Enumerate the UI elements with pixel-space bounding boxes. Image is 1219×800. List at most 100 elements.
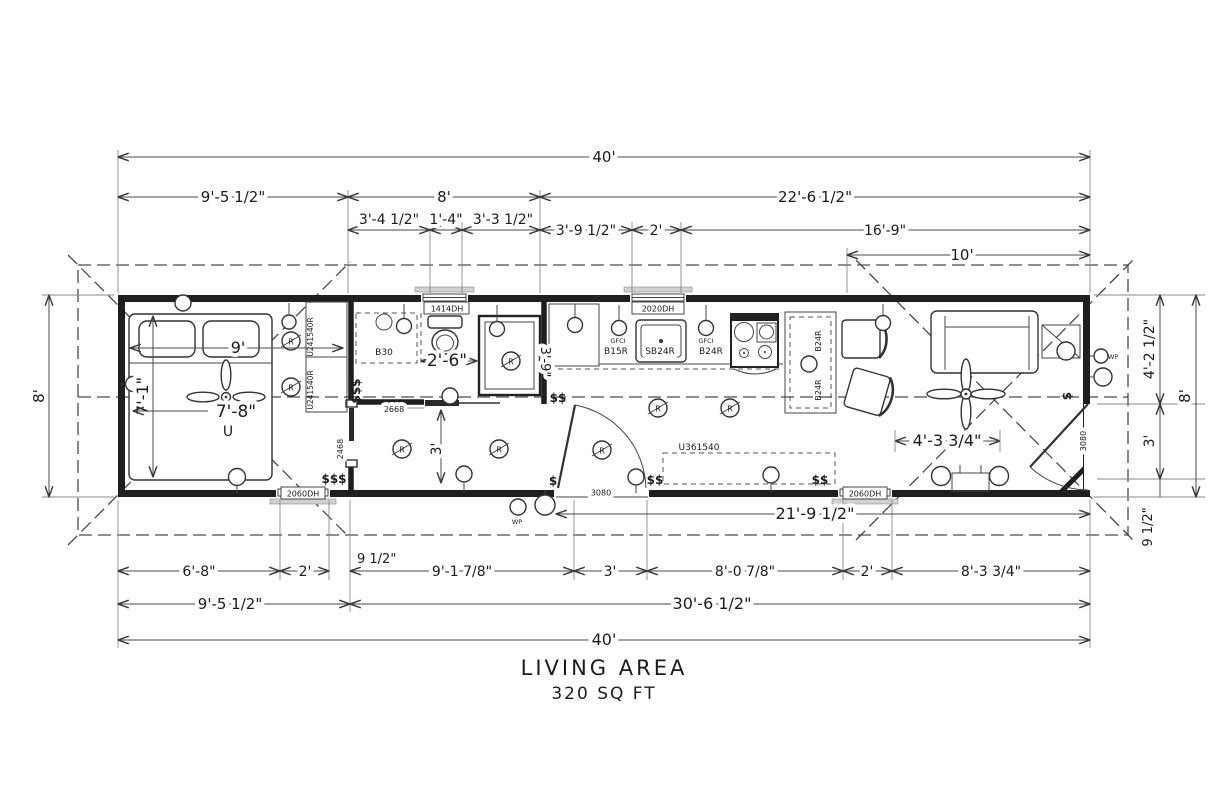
wardrobe-u241540r: U241540R U241540R: [305, 301, 348, 413]
receptacle-letter: R: [399, 446, 405, 455]
receptacle-letter: R: [599, 447, 605, 456]
dim-overall-top: 40': [592, 148, 615, 166]
light-symbols: [121, 294, 892, 494]
kitchen-sink-sb24r: [635, 319, 687, 363]
plan-area: 320 SQ FT: [551, 684, 656, 704]
title-block: LIVING AREA 320 SQ FT: [521, 656, 685, 704]
armchair-tilted: [843, 367, 895, 418]
receptacle-icon: R: [719, 398, 741, 418]
receptacle-symbols: R R R R R R R R: [280, 331, 741, 460]
dim-toilet-alcove: 2'-6": [427, 351, 467, 371]
electrical-symbols: R R R R R R R R GFCI: [121, 294, 1118, 526]
entry-door-3080: 3080: [1029, 403, 1092, 491]
doors: 3080 3080 2468 2668: [332, 399, 1092, 502]
closet-door-2468: 2468: [332, 399, 358, 468]
dim-top: 1'-4": [429, 212, 462, 228]
window-2060dh-left: 2060DH: [269, 486, 337, 505]
window-label-box: [280, 486, 326, 500]
door-label: 3080: [591, 489, 611, 498]
kitchen-fixtures: B15R SB24R B24R B24R B24R U361540: [548, 303, 837, 485]
bistro-table-stools: [930, 465, 1010, 492]
lamp: [1056, 341, 1076, 361]
window-label-box: [842, 486, 888, 500]
dim-bed: 7'-8": [216, 402, 256, 422]
dim-top: 3'-4 1/2": [359, 212, 419, 228]
door-swing-arc: [1029, 466, 1089, 491]
ceiling-fan-bedroom: [186, 359, 266, 403]
dim-top: 3'-9 1/2": [556, 223, 616, 239]
receptacle-icon: R: [591, 440, 613, 460]
dim-shower: 3'-9": [537, 347, 552, 378]
hall-door-3080: 3080: [556, 404, 648, 502]
light-icon: [455, 465, 473, 492]
light-icon: [121, 375, 142, 393]
light-icon: [395, 304, 413, 335]
cabinet-label: B15R: [604, 347, 628, 357]
outlet-icon: [534, 494, 556, 516]
dim-bottom: 21'-9 1/2": [776, 504, 855, 523]
gfci-icon: [697, 319, 715, 337]
wp-icon: [1093, 348, 1109, 364]
switch-icon: $$: [550, 391, 567, 405]
switch-icon: $$$: [349, 378, 363, 403]
wp-icon: [509, 498, 527, 516]
light-icon: [441, 387, 459, 405]
dim-bedroom-width: 9': [231, 338, 246, 357]
light-icon: [627, 468, 645, 493]
cabinet-label: B30: [375, 348, 393, 358]
burner: [734, 322, 754, 342]
pillow: [138, 320, 196, 358]
peninsula-b24r: B24R B24R: [784, 311, 837, 414]
pocket-door-panel: [425, 400, 459, 406]
dim-right: 9 1/2": [1141, 507, 1156, 546]
switch-icon: $$: [647, 473, 664, 487]
dim-top: 22'-6 1/2": [778, 188, 852, 206]
refrigerator: [548, 303, 600, 367]
burner: [739, 348, 749, 358]
sofa: [930, 310, 1039, 374]
gfci-outlet: GFCI: [697, 305, 715, 345]
wp-label: WP: [512, 518, 522, 526]
receptacle-letter: R: [496, 446, 502, 455]
dim-left-height: 8': [30, 389, 48, 403]
table: [951, 472, 990, 492]
cabinet-label: SB24R: [645, 347, 675, 357]
ceiling-fan-living: [926, 358, 1006, 430]
window-label: 1414DH: [431, 305, 464, 314]
dimensions-right: 4'-2 1/2" 3' 9 1/2" 8': [1094, 295, 1205, 551]
entry-corner-wall: [1058, 464, 1089, 495]
burner: [758, 345, 772, 359]
dim-bottom: 6'-8": [182, 564, 215, 580]
switch-icon: $: [549, 474, 557, 488]
dim-top: 10': [950, 246, 973, 264]
dimensions-bottom: 21'-9 1/2" 6'-8" 2' 9 1/2" 9'-1 7/8" 3' …: [118, 500, 1090, 653]
wp-label: WP: [1108, 353, 1118, 361]
dim-top: 9'-5 1/2": [201, 188, 265, 206]
receptacle-letter: R: [508, 358, 514, 367]
dim-top: 2': [650, 223, 663, 239]
living-fixtures: [841, 310, 1081, 492]
receptacle-icon: R: [647, 398, 669, 418]
cabinet-label: B24R: [814, 330, 823, 352]
light-icon: [174, 294, 192, 312]
cabinet-label: B24R: [814, 379, 823, 401]
end-table: [1041, 324, 1081, 361]
range: [730, 313, 779, 375]
wp-outlet-right: WP: [1090, 348, 1118, 387]
dim-bottom: 9'-5 1/2": [198, 595, 262, 613]
cabinet-label: B24R: [699, 347, 723, 357]
dim-bottom: 2': [861, 564, 874, 580]
gfci-outlet: GFCI: [610, 305, 628, 345]
dim-bottom: 30'-6 1/2": [673, 594, 752, 613]
dim-bottom: 3': [604, 564, 617, 580]
door-jamb: [345, 399, 358, 408]
dim-right: 4'-2 1/2": [1142, 319, 1158, 379]
dim-bottom: 9'-1 7/8": [432, 564, 492, 580]
light-icon: [874, 304, 892, 332]
door-leaf: [1029, 403, 1089, 468]
door-jamb: [345, 459, 358, 468]
dim-top: 3'-3 1/2": [473, 212, 533, 228]
interior-dimensions: 9' 7'-1" 7'-8" U 2'-6" 3'-9" 3' 4'-3 3/4…: [129, 316, 1000, 483]
